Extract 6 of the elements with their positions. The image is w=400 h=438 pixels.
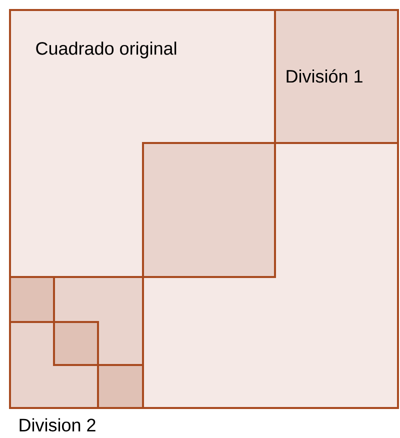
square	[142, 142, 276, 278]
square	[9, 276, 55, 323]
labeled-square: División 1	[274, 9, 399, 144]
square	[53, 321, 99, 366]
square	[97, 364, 144, 409]
square-caption: Division 2	[20, 418, 96, 432]
